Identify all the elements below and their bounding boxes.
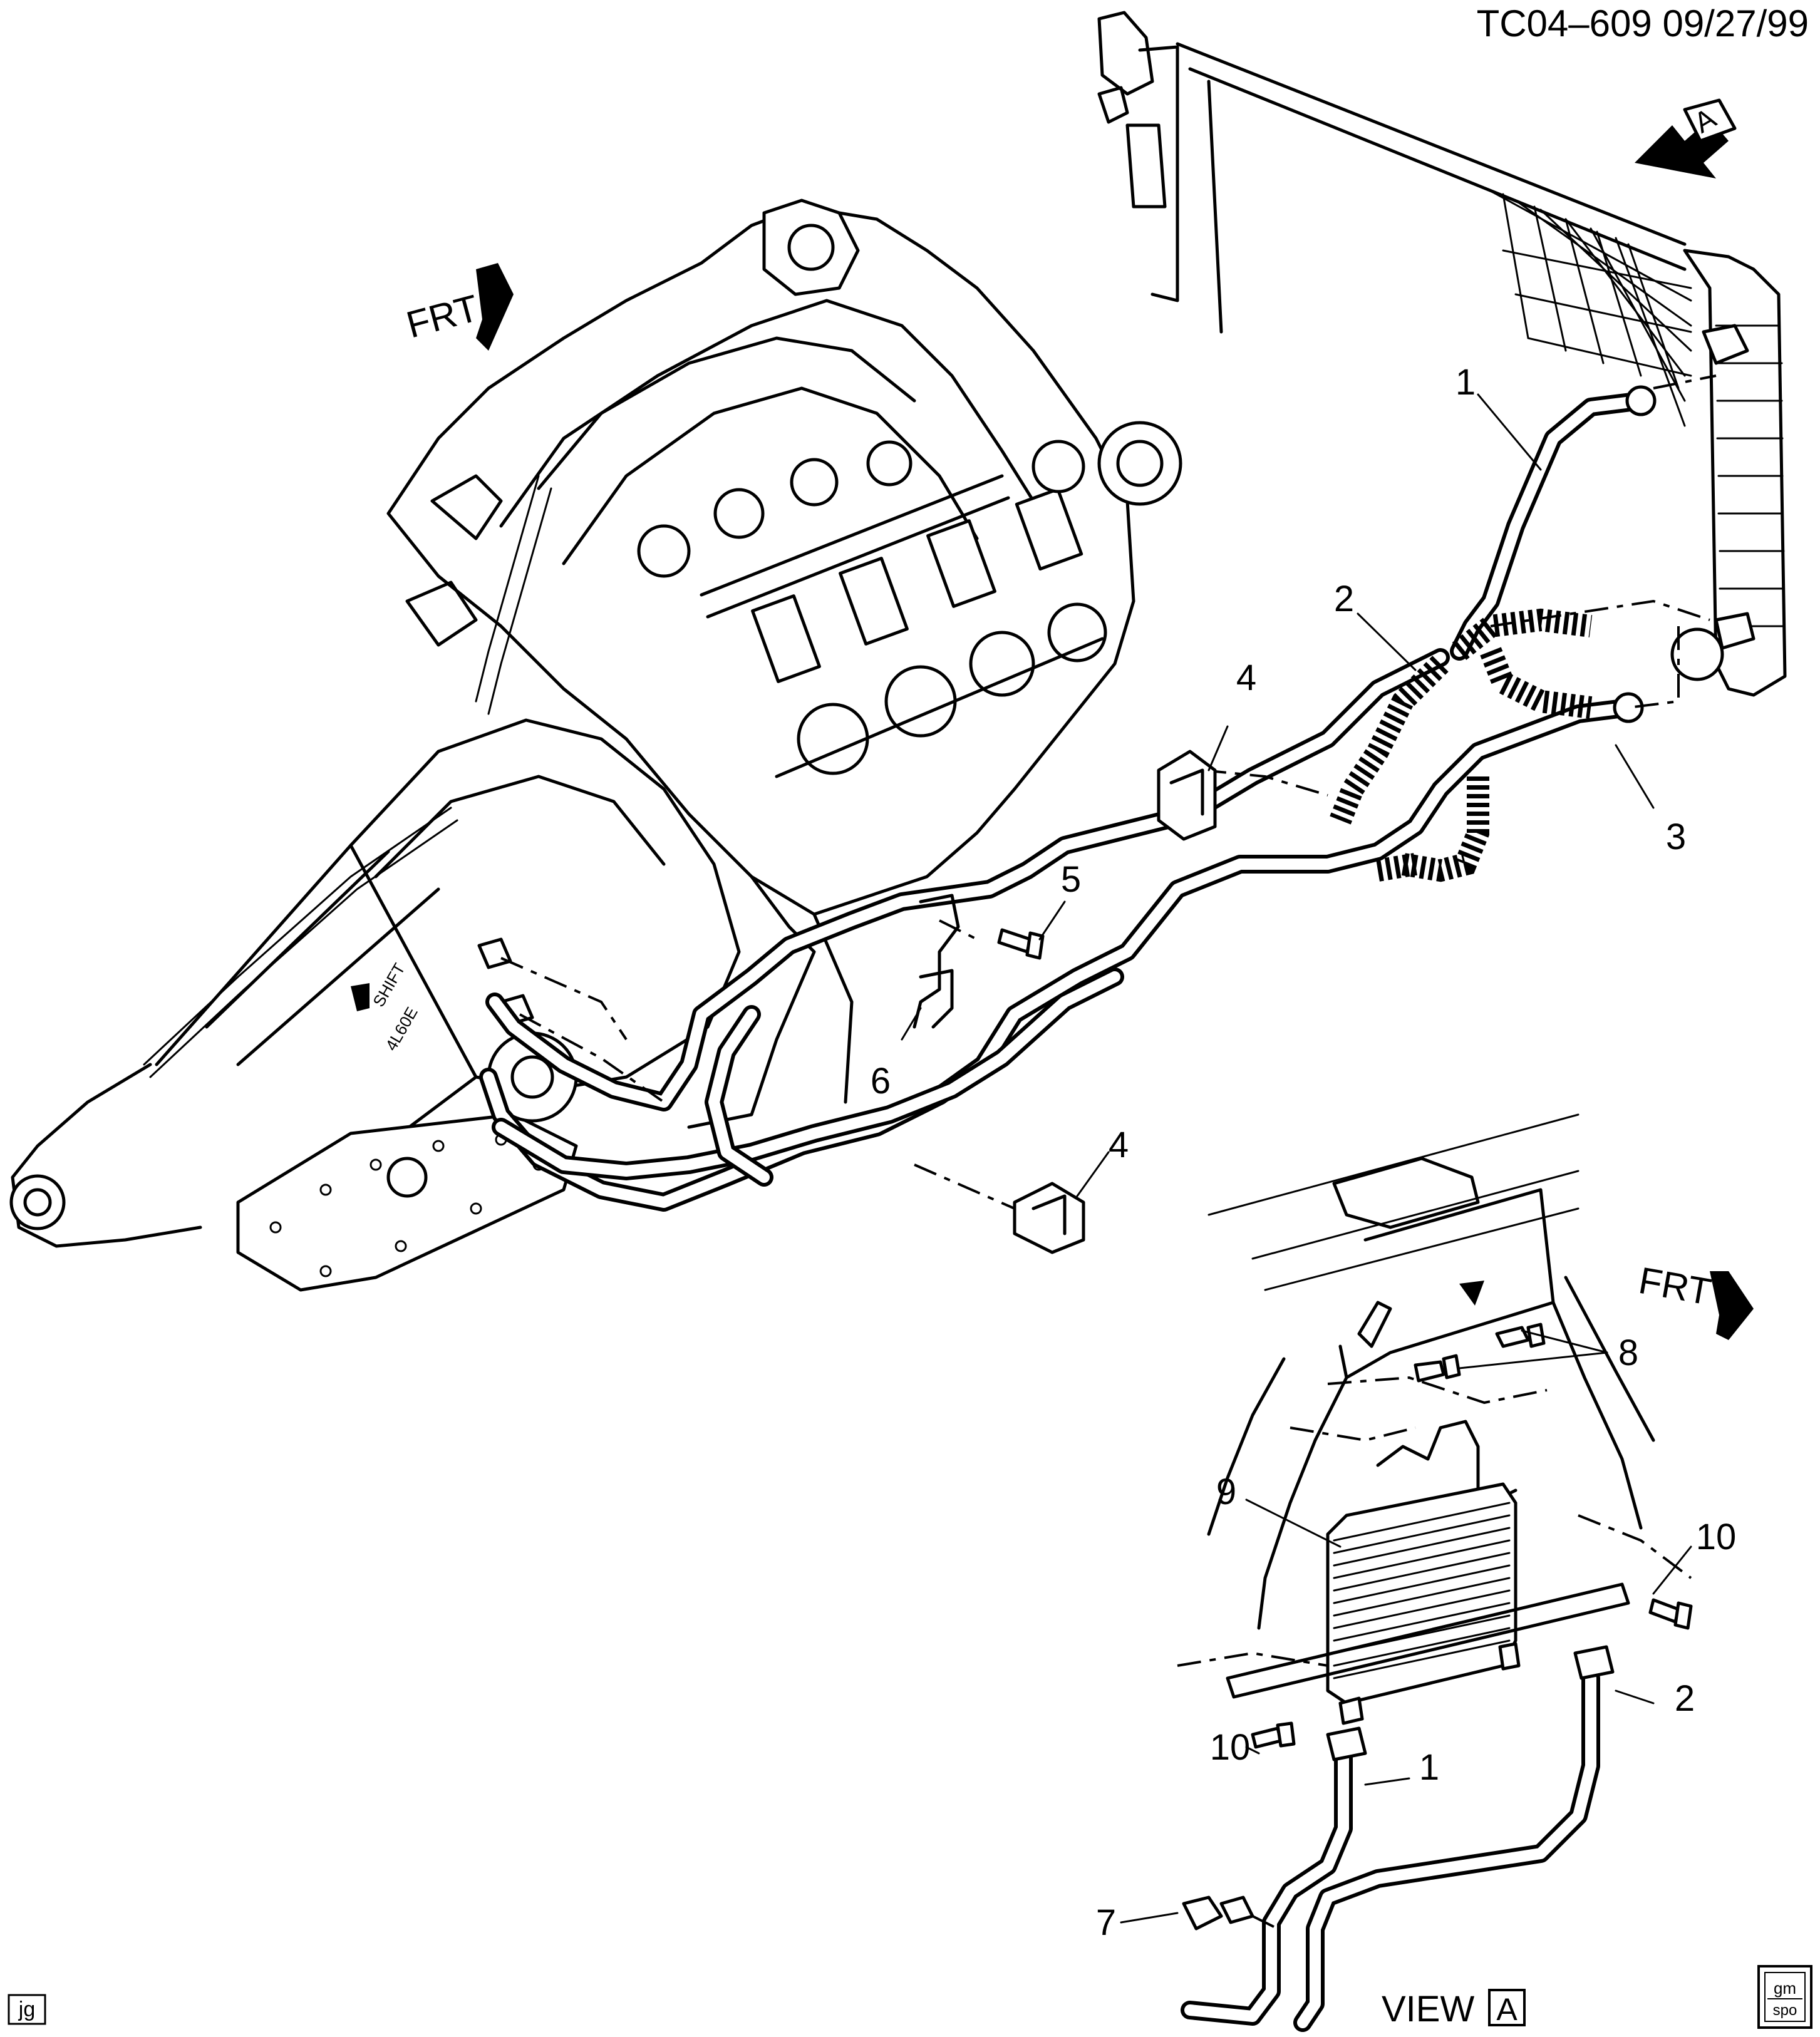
- leader-trans-fitting-upper: [500, 957, 628, 1041]
- callout-1-main: 1: [1455, 362, 1476, 403]
- callout-leaders-view: [1120, 1329, 1692, 1924]
- logo-text-bottom: spo: [1773, 2002, 1797, 2019]
- callout-5: 5: [1061, 859, 1081, 900]
- view-a-front-label: FRT: [1636, 1259, 1714, 1313]
- ignition-coils: [751, 487, 1083, 683]
- callout-2-view: 2: [1675, 1678, 1695, 1719]
- illustration-code: TC04–609 09/27/99: [1477, 3, 1809, 44]
- line-clip-lower: [1013, 1182, 1085, 1254]
- leader-clip-upper: [1202, 769, 1328, 797]
- callout-9: 9: [1216, 1472, 1236, 1512]
- radiator-tank-ribs: [1715, 324, 1785, 627]
- callout-3-main: 3: [1666, 817, 1686, 857]
- gm-spo-logo: [1757, 1965, 1812, 2029]
- transmission-model-mark: 4L60E: [381, 1004, 421, 1054]
- artist-initials: jg: [18, 1998, 35, 2021]
- callout-2-main: 2: [1334, 579, 1354, 619]
- view-caption-letter: A: [1496, 1992, 1518, 2027]
- bolts-10: [1251, 1598, 1693, 1749]
- connector-clip-7: [1182, 1895, 1254, 1931]
- logo-text-top: gm: [1774, 1979, 1796, 1998]
- engine-assembly: [386, 199, 1182, 1129]
- callout-leaders-main: [901, 393, 1655, 1197]
- view-a-arrow: [1635, 98, 1737, 178]
- front-direction-arrow: [476, 263, 514, 351]
- callout-1-view: 1: [1419, 1747, 1439, 1788]
- leader-radiator-upper: [1653, 374, 1717, 389]
- view-caption-word: VIEW: [1382, 1989, 1474, 2029]
- radiator: [1097, 11, 1787, 697]
- front-label: FRT: [402, 287, 483, 346]
- cooler-line-1-view: [1181, 1726, 1367, 2026]
- callout-4-lower: 4: [1109, 1125, 1129, 1165]
- bolt-5: [997, 928, 1045, 960]
- cooler-line-1-main: [1450, 385, 1657, 661]
- leader-bolt-5: [939, 919, 978, 941]
- line-clip-upper: [1157, 750, 1217, 841]
- artist-initials-box: [8, 1994, 46, 2025]
- cooler-fins: [1333, 1502, 1511, 1679]
- callout-4-upper: 4: [1236, 658, 1256, 698]
- radiator-core-mesh: [1489, 190, 1692, 427]
- exhaust-manifold: [775, 602, 1107, 778]
- leader-view-strap-right: [1578, 1514, 1692, 1579]
- leader-trans-fitting-lower: [519, 1013, 665, 1103]
- leader-view-clip-7: [1252, 1915, 1278, 1930]
- cooler-line-2-view: [1293, 1645, 1615, 2032]
- leader-radiator-lower: [1490, 599, 1710, 627]
- view-caption-box: [1488, 1989, 1526, 2026]
- callout-6: 6: [871, 1061, 891, 1101]
- cooler-line-3-main: [479, 692, 1644, 1212]
- view-a-frame-crossmember: [1207, 1113, 1655, 1630]
- callout-10-left: 10: [1210, 1727, 1251, 1768]
- view-a-front-arrow: [1710, 1271, 1754, 1340]
- leader-view-mount: [1327, 1376, 1548, 1405]
- leader-radiator-return: [1628, 626, 1680, 709]
- cooler-line-2-main: [485, 648, 1450, 1111]
- line-bracket-6: [913, 894, 960, 1029]
- rubber-hose-sections: [1330, 608, 1593, 882]
- leader-clip-lower: [914, 1163, 1015, 1210]
- cooler-line-lower-run: [492, 967, 1124, 1187]
- callout-8: 8: [1618, 1333, 1638, 1373]
- callout-7: 7: [1096, 1902, 1116, 1943]
- bolts-8: [1414, 1323, 1546, 1383]
- transmission-shift-mark: SHIFT: [369, 960, 409, 1010]
- auxiliary-oil-cooler-9: [1226, 1420, 1630, 1725]
- callout-10-right: 10: [1696, 1517, 1737, 1557]
- leader-view-mount-2: [1290, 1426, 1416, 1442]
